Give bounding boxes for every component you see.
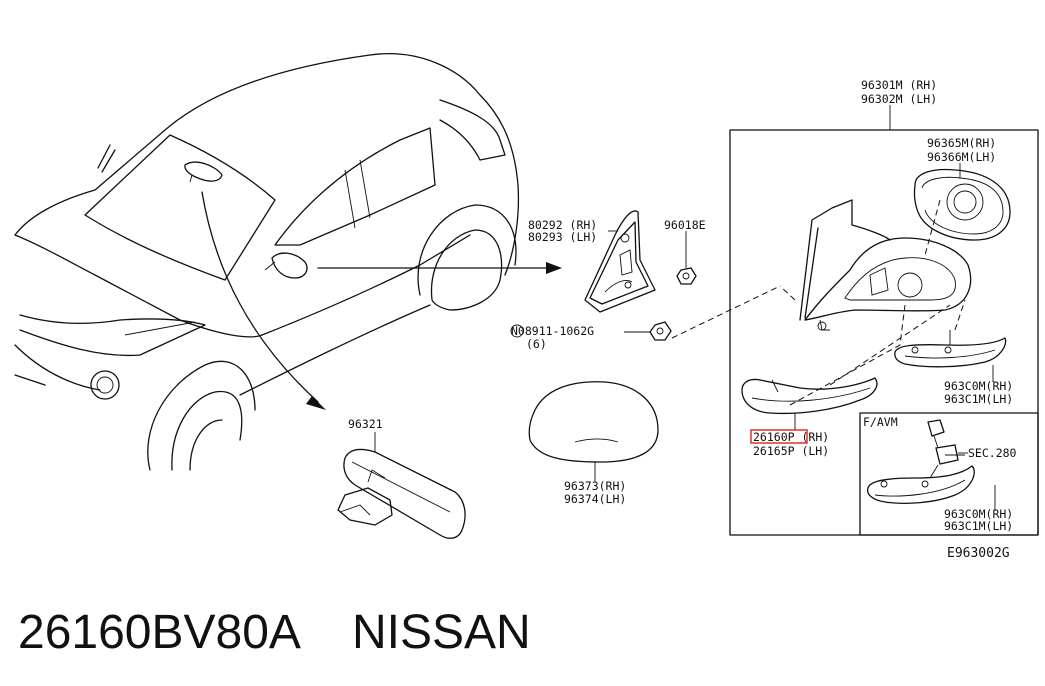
figure-code: E963002G — [947, 546, 1010, 561]
avm-lamp-label-lh: 963C1M(LH) — [944, 519, 1013, 533]
car-illustration — [14, 53, 562, 471]
turn-lamp-part — [741, 377, 878, 415]
mirror-glass-label-lh: 96366M(LH) — [927, 150, 996, 164]
turn-lamp-part-number: 26160P — [753, 430, 795, 444]
cap-label-lh: 96374(LH) — [564, 492, 626, 506]
mirror-detail-frame — [729, 105, 1039, 536]
nut-qty-label: (6) — [526, 337, 547, 351]
mirror-assy-label-lh: 96302M (LH) — [861, 92, 937, 106]
mirror-glass-label-rh: 96365M(RH) — [927, 136, 996, 150]
side-lamp-label-lh: 963C1M(LH) — [944, 392, 1013, 406]
mirror-housing-part — [799, 199, 972, 331]
mirror-glass-part — [913, 168, 1011, 241]
inner-mirror-part — [337, 448, 466, 539]
nut-label: N08911-1062G — [511, 324, 594, 338]
side-lamp-part — [894, 330, 1007, 368]
clip-label: 96018E — [664, 218, 706, 232]
turn-lamp-label-lh: 26165P (LH) — [753, 444, 829, 458]
nut-part — [624, 321, 672, 341]
mirror-assy-label-rh: 96301M (RH) — [861, 78, 937, 92]
leader-lines — [374, 163, 996, 510]
corner-cover-part — [584, 210, 656, 313]
avm-lamp-label-rh: 963C0M(RH) — [944, 507, 1013, 521]
part-number: 26160BV80A — [18, 606, 301, 659]
cap-label-rh: 96373(RH) — [564, 479, 626, 493]
brand-name: NISSAN — [352, 606, 531, 659]
turn-lamp-label-rh: 26160P (RH) — [753, 430, 829, 444]
corner-cover-label-rh: 80292 (RH) — [528, 218, 597, 232]
corner-cover-label-lh: 80293 (LH) — [528, 230, 597, 244]
sec-ref-label: SEC.280 — [968, 446, 1017, 460]
avm-title: F/AVM — [863, 415, 898, 429]
avm-side-lamp-part — [866, 464, 975, 504]
avm-camera-part — [927, 419, 965, 465]
clip-part — [676, 258, 697, 285]
inner-mirror-label: 96321 — [348, 417, 383, 431]
side-lamp-label-rh: 963C0M(RH) — [944, 379, 1013, 393]
mirror-cap-part — [528, 381, 659, 463]
turn-lamp-rh-suffix: (RH) — [795, 430, 830, 444]
highlight-box — [750, 429, 808, 444]
